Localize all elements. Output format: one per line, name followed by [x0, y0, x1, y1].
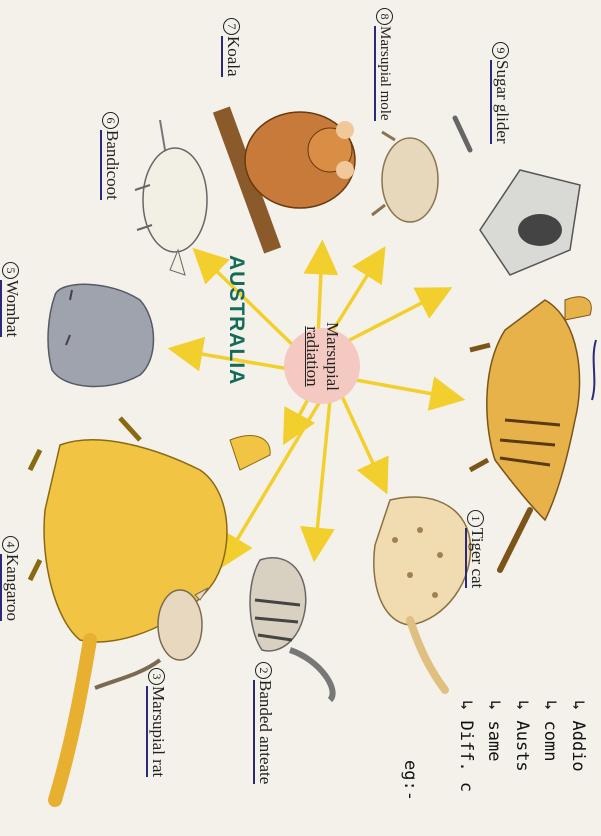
label-text: Wombat [0, 280, 22, 337]
label-bandicoot: 6Bandicoot [102, 112, 122, 200]
arrow-tiger-cat [340, 392, 383, 485]
label-text: Banded anteate [253, 680, 275, 784]
tiger-cat-illustration [374, 497, 471, 690]
note-arrow-icon: ↳ [484, 700, 504, 720]
label-text: Kangaroo [0, 554, 22, 621]
label-sugar-glider: 9Sugar glider [492, 42, 512, 144]
label-tiger-cat: 1Tiger cat [467, 510, 487, 588]
arrow-sugar-glider [340, 292, 443, 345]
note-3: ↳ Austs [512, 700, 532, 772]
number-badge: 9 [492, 42, 509, 59]
center-line-1: Marsupial [322, 322, 342, 391]
number-badge: 2 [255, 662, 272, 679]
note-5: ↳ Diff. c [456, 700, 476, 792]
label-text: Marsupial mole [374, 26, 393, 121]
note-text: Addio [568, 720, 588, 771]
label-text: Marsupial rat [146, 686, 168, 777]
label-banded-anteater: 2Banded anteate [255, 662, 275, 784]
number-badge: 6 [102, 112, 119, 129]
wombat-illustration [48, 284, 153, 386]
center-label: Marsupial radiation [302, 322, 342, 391]
koala-illustration [213, 106, 355, 253]
label-text: Tiger cat [465, 528, 487, 588]
number-badge: 1 [467, 510, 484, 527]
arrow-bandicoot [200, 255, 300, 352]
continent-label: AUSTRALIA [224, 255, 248, 385]
label-wombat: 5Wombat [2, 262, 22, 337]
arrow-banded-anteater [315, 400, 330, 552]
note-arrow-icon: ↳ [540, 700, 560, 720]
note-text: comn [540, 720, 560, 761]
number-badge: 3 [148, 668, 165, 685]
number-badge: 8 [376, 8, 393, 25]
arrow-marsupial-rat [225, 398, 322, 560]
note-4: ↳ same [484, 700, 504, 761]
label-text: Bandicoot [100, 130, 122, 200]
center-line-2: radiation [302, 322, 322, 391]
note-2: ↳ comn [540, 700, 560, 761]
note-arrow-icon: ↳ [512, 700, 532, 720]
note-text: Austs [512, 720, 532, 771]
marsupial-mole-illustration [372, 132, 438, 222]
label-koala: 7Koala [223, 18, 243, 77]
arrow-tiger-wolf [345, 378, 455, 398]
top-bracket [592, 340, 596, 400]
label-text: Koala [221, 36, 243, 77]
note-1: ↳ Addio [568, 700, 588, 772]
sugar-glider-illustration [455, 118, 580, 275]
note-arrow-icon: ↳ [568, 700, 588, 720]
number-badge: 7 [223, 18, 240, 35]
label-marsupial-mole: 8Marsupial mole [376, 8, 393, 121]
label-marsupial-rat: 3Marsupial rat [148, 668, 168, 777]
note-example: eg:- [400, 760, 420, 801]
number-badge: 4 [2, 536, 19, 553]
tiger-wolf-illustration [470, 297, 591, 570]
note-text: same [484, 720, 504, 761]
label-kangaroo: 4Kangaroo [2, 536, 22, 621]
number-badge: 5 [2, 262, 19, 279]
bandicoot-illustration [135, 120, 207, 275]
note-arrow-icon: ↳ [456, 700, 476, 720]
label-text: Sugar glider [490, 60, 512, 144]
note-text: Diff. c [456, 720, 476, 792]
